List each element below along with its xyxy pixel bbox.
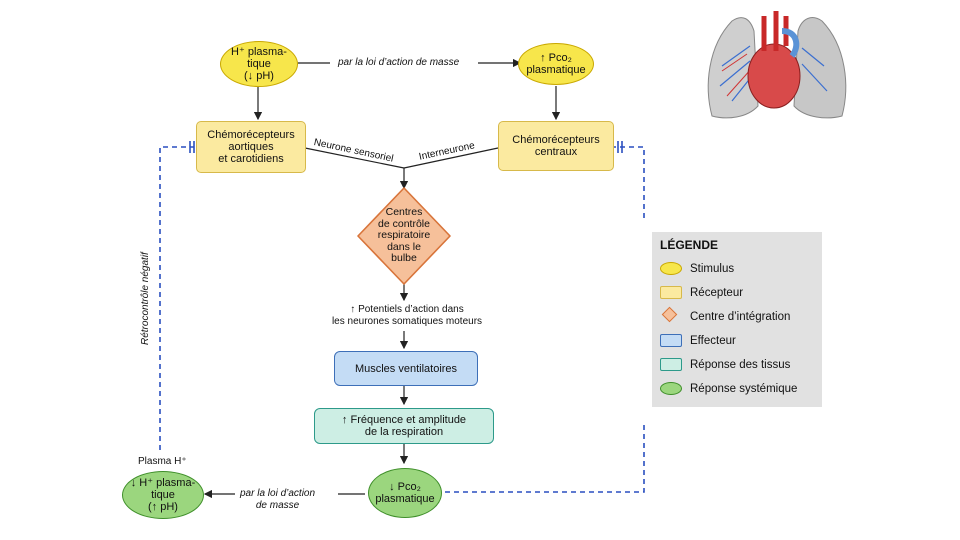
chemo-central: Chémorécepteurs centraux	[498, 121, 614, 171]
centre-swatch	[660, 306, 682, 323]
retrocontrole-label: Rétrocontrôle négatif	[140, 252, 151, 345]
mass-action-bottom-label: par la loi d’action de masse	[240, 488, 316, 511]
stimulus-swatch	[660, 262, 682, 275]
muscles-ventilatoires: Muscles ventilatoires	[334, 351, 478, 386]
centres-diamond	[357, 187, 451, 285]
frequence-amplitude: ↑ Fréquence et amplitude de la respirati…	[314, 408, 494, 444]
stimulus-bottom: ↓ H⁺ plasma- tique (↑ pH)	[122, 471, 204, 519]
plasma-h-label: Plasma H⁺	[138, 456, 187, 467]
lungs-heart-illustration	[707, 11, 847, 119]
feedback-right-top	[614, 146, 645, 218]
systemique-swatch	[660, 382, 682, 395]
legend-label: Récepteur	[690, 286, 744, 299]
line-neurone-sensoriel	[304, 147, 405, 169]
pco2-bottom: ↓ Pco₂ plasmatique	[368, 468, 442, 518]
legend-item-systemique: Réponse systémique	[660, 382, 797, 395]
legend: LÉGENDE Stimulus Récepteur Centre d’inté…	[652, 232, 822, 407]
legend-item-recepteur: Récepteur	[660, 286, 743, 299]
legend-item-effecteur: Effecteur	[660, 334, 736, 347]
tissus-swatch	[660, 358, 682, 371]
centres-text: Centres de contrôle respiratoire dans le…	[377, 206, 431, 265]
legend-label: Effecteur	[690, 334, 736, 347]
legend-label: Centre d’intégration	[690, 310, 791, 323]
chemo-peripheral: Chémorécepteurs aortiques et carotidiens	[196, 121, 306, 173]
feedback-left	[159, 146, 194, 450]
legend-title: LÉGENDE	[660, 238, 719, 252]
feedback-right-bottom	[442, 425, 645, 493]
effecteur-swatch	[660, 334, 682, 347]
legend-item-centre: Centre d’intégration	[660, 306, 791, 323]
legend-label: Réponse systémique	[690, 382, 798, 395]
mass-action-top-label: par la loi d’action de masse	[338, 57, 460, 68]
line-interneurone	[403, 147, 499, 169]
recepteur-swatch	[660, 286, 682, 299]
legend-item-tissus: Réponse des tissus	[660, 358, 790, 371]
legend-label: Stimulus	[690, 262, 735, 275]
pco2-top: ↑ Pco₂ plasmatique	[518, 43, 594, 85]
potentiels-text: ↑ Potentiels d’action dans les neurones …	[331, 304, 483, 327]
legend-label: Réponse des tissus	[690, 358, 791, 371]
stimulus-top: H⁺ plasma- tique (↓ pH)	[220, 41, 298, 87]
legend-item-stimulus: Stimulus	[660, 262, 734, 275]
